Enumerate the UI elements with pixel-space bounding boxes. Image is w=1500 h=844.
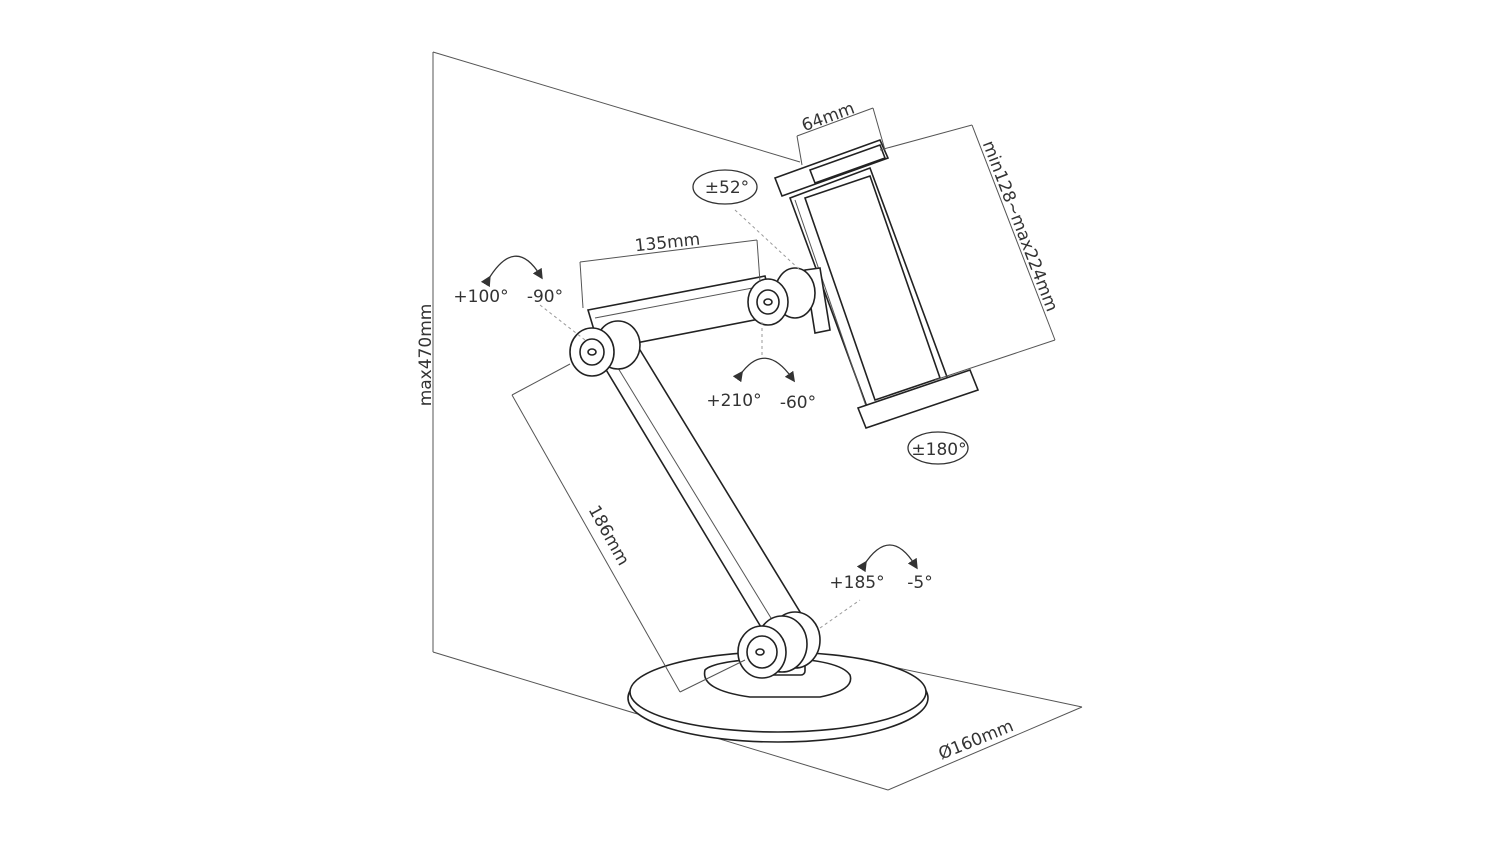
head-joint — [747, 267, 831, 334]
tilt-angle-label: ±52° — [705, 178, 749, 198]
base-joint — [737, 611, 821, 679]
elbow-minus-label: -90° — [527, 287, 563, 307]
elbow-joint — [569, 320, 641, 377]
tablet-holder — [773, 138, 980, 430]
head-plus-label: +210° — [706, 391, 761, 411]
clamp-depth-label: 64mm — [799, 99, 857, 137]
base-plate — [627, 651, 929, 743]
head-minus-label: -60° — [780, 393, 816, 413]
base-plus-label: +185° — [829, 573, 884, 593]
dimension-lines — [511, 107, 1056, 693]
elbow-plus-label: +100° — [453, 287, 508, 307]
max-height-label: max470mm — [416, 304, 436, 407]
upper-arm-length-label: 135mm — [634, 230, 701, 257]
base-minus-label: -5° — [907, 573, 932, 593]
rotation-arrows — [480, 169, 969, 573]
clamp-range-label: min128~max224mm — [978, 138, 1062, 314]
rotation-angle-label: ±180° — [911, 440, 966, 460]
